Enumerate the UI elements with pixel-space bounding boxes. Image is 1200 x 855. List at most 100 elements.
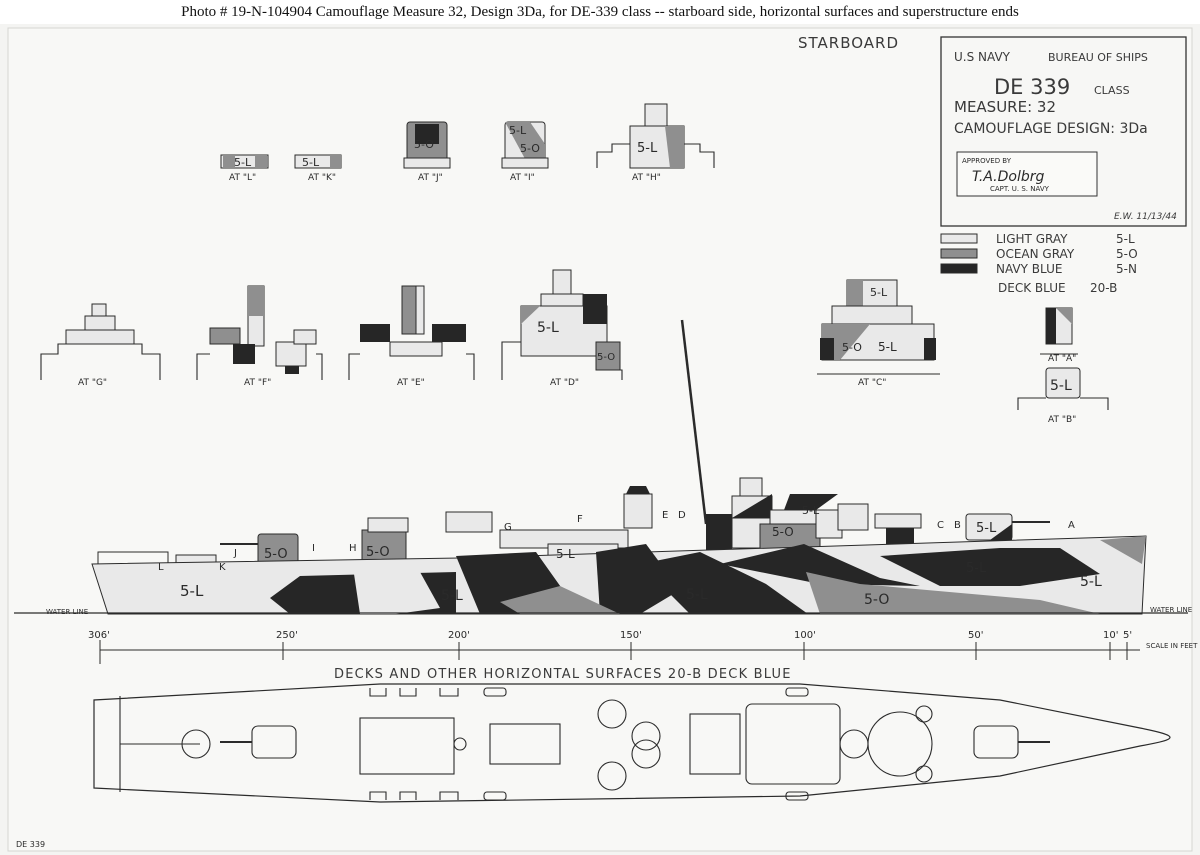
section-label-D: AT "D" — [550, 378, 579, 388]
corner-note: DE 339 — [16, 840, 45, 849]
section-view-I: 5-L 5-O AT "I" — [501, 121, 549, 183]
svg-text:C: C — [937, 520, 944, 531]
svg-text:I: I — [312, 543, 315, 554]
svg-text:5-L: 5-L — [1050, 378, 1072, 394]
svg-text:L: L — [158, 562, 164, 573]
svg-text:5-O: 5-O — [414, 138, 434, 151]
svg-text:5-O: 5-O — [264, 547, 288, 562]
title-class-word: CLASS — [1094, 84, 1130, 97]
photo-caption: Photo # 19-N-104904 Camouflage Measure 3… — [181, 4, 1019, 20]
section-view-L: 5-L AT "L" — [220, 154, 269, 183]
svg-text:5-L: 5-L — [509, 124, 527, 137]
section-label-E: AT "E" — [397, 378, 425, 388]
scale-label: SCALE IN FEET — [1146, 642, 1198, 650]
scale-mark-150: 150' — [620, 630, 642, 641]
title-block: U.S NAVY BUREAU OF SHIPS DE 339 CLASS ME… — [940, 36, 1187, 227]
svg-text:J: J — [233, 548, 237, 559]
scale-mark-50: 50' — [968, 630, 983, 641]
scale-mark-100: 100' — [794, 630, 816, 641]
section-view-H: 5-L AT "H" — [596, 103, 715, 183]
legend-navy-blue-code: 5-N — [1116, 262, 1137, 276]
scale-mark-10: 10' — [1103, 630, 1118, 641]
section-label-J: AT "J" — [418, 173, 443, 183]
legend-swatch-light-gray — [940, 233, 978, 244]
legend-light-gray-name: LIGHT GRAY — [996, 232, 1068, 246]
svg-text:5-L: 5-L — [1080, 574, 1102, 590]
section-label-B: AT "B" — [1048, 415, 1076, 425]
svg-text:5-L: 5-L — [180, 582, 204, 600]
legend-deck-blue-name: DECK BLUE — [998, 281, 1066, 295]
legend-swatch-ocean-gray — [940, 248, 978, 259]
title-design: CAMOUFLAGE DESIGN: 3Da — [954, 121, 1148, 137]
section-view-A: AT "A" — [1040, 307, 1078, 364]
section-view-E: AT "E" — [348, 285, 475, 388]
section-label-I: AT "I" — [510, 173, 535, 183]
svg-text:5-O: 5-O — [366, 545, 390, 560]
deck-plan — [93, 683, 1171, 803]
legend-ocean-gray-code: 5-O — [1116, 247, 1138, 261]
svg-text:D: D — [678, 510, 686, 521]
waterline-label-left: WATER LINE — [46, 608, 88, 616]
color-legend: LIGHT GRAY 5-L OCEAN GRAY 5-O NAVY BLUE … — [940, 232, 1138, 295]
legend-light-gray-code: 5-L — [1116, 232, 1135, 246]
svg-text:5-L: 5-L — [441, 588, 463, 604]
svg-text:5-O: 5-O — [864, 592, 889, 608]
scale-mark-306: 306' — [88, 630, 110, 641]
section-label-H: AT "H" — [632, 173, 661, 183]
section-label-A: AT "A" — [1048, 354, 1076, 364]
mast — [680, 319, 708, 525]
section-label-K: AT "K" — [308, 173, 336, 183]
approval-label: APPROVED BY — [962, 157, 1012, 165]
svg-text:K: K — [219, 562, 226, 573]
drawing-svg: STARBOARD U.S NAVY BUREAU OF SHIPS DE 33… — [0, 24, 1200, 855]
ship-side-profile: 5-L 5-L 5-L 5-O 5-L 5-L 5-L 5-O 5-O 5-O … — [14, 319, 1192, 616]
svg-text:5-L: 5-L — [686, 587, 708, 603]
section-view-K: 5-L AT "K" — [294, 154, 342, 183]
deck-outline — [93, 683, 1171, 803]
title-org-left: U.S NAVY — [954, 50, 1011, 64]
approval-rank: CAPT. U. S. NAVY — [990, 185, 1050, 193]
section-view-J: 5-O AT "J" — [403, 121, 451, 183]
deck-title: DECKS AND OTHER HORIZONTAL SURFACES 20-B… — [334, 667, 792, 682]
svg-text:E: E — [662, 510, 668, 521]
section-label-C: AT "C" — [858, 378, 886, 388]
section-view-G: AT "G" — [40, 303, 161, 388]
section-label-F: AT "F" — [244, 378, 271, 388]
svg-text:5-L: 5-L — [976, 521, 997, 536]
approval-signature: T.A.Dolbrg — [972, 169, 1045, 185]
svg-text:5-L: 5-L — [966, 561, 987, 576]
approval-stamp — [956, 151, 1098, 197]
waterline-label-right: WATER LINE — [1150, 606, 1192, 614]
title-measure: MEASURE: 32 — [954, 98, 1056, 116]
svg-text:A: A — [1068, 520, 1075, 531]
section-label-G: AT "G" — [78, 378, 107, 388]
title-org-right: BUREAU OF SHIPS — [1048, 51, 1148, 64]
scale-bar: 306' 250' 200' 150' 100' 50' 10' 5' SCAL… — [88, 630, 1198, 664]
scale-mark-5: 5' — [1123, 630, 1132, 641]
section-view-D: 5-L 5-O AT "D" — [501, 269, 623, 388]
scale-mark-250: 250' — [276, 630, 298, 641]
legend-swatch-navy-blue — [940, 263, 978, 274]
svg-text:G: G — [504, 522, 512, 533]
svg-text:5-O: 5-O — [520, 142, 540, 155]
svg-text:5-L: 5-L — [637, 141, 658, 156]
svg-text:5-L: 5-L — [234, 156, 252, 169]
legend-navy-blue-name: NAVY BLUE — [996, 262, 1062, 276]
section-view-B: 5-L AT "B" — [1017, 367, 1109, 425]
svg-text:5-L: 5-L — [802, 504, 820, 517]
svg-text:5-L: 5-L — [537, 320, 559, 336]
svg-text:5-L: 5-L — [302, 156, 320, 169]
svg-text:B: B — [954, 520, 961, 531]
scale-mark-200: 200' — [448, 630, 470, 641]
camouflage-drawing: STARBOARD U.S NAVY BUREAU OF SHIPS DE 33… — [0, 24, 1200, 855]
legend-deck-blue-code: 20-B — [1090, 281, 1117, 295]
svg-text:5-O: 5-O — [772, 525, 794, 539]
svg-text:5-L: 5-L — [870, 286, 888, 299]
section-label-L: AT "L" — [229, 173, 256, 183]
svg-text:5-O: 5-O — [842, 341, 862, 354]
svg-text:F: F — [577, 514, 583, 525]
svg-text:5-O: 5-O — [597, 352, 615, 363]
svg-text:5-L: 5-L — [878, 340, 897, 354]
legend-ocean-gray-name: OCEAN GRAY — [996, 247, 1075, 261]
